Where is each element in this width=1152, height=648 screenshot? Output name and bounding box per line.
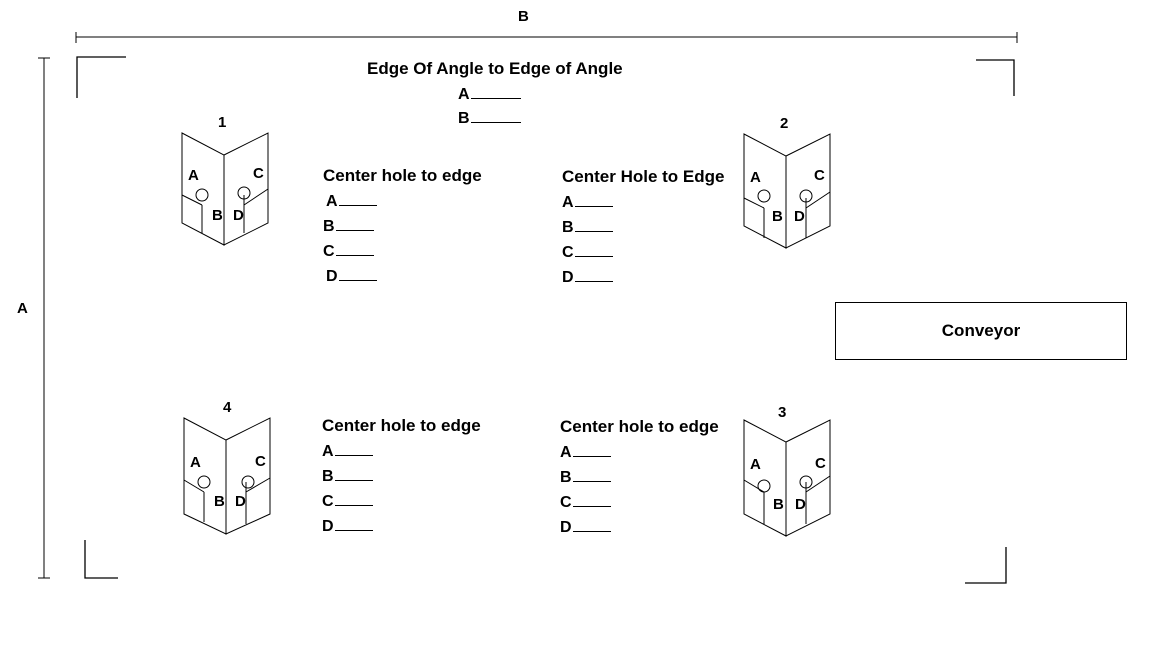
angle-2-label-b: B	[772, 208, 783, 225]
angle-1-label-c: C	[253, 165, 264, 182]
measure-row-label: C	[323, 243, 335, 260]
blank-line	[334, 466, 373, 481]
measure-row-c: C	[562, 242, 724, 262]
angle-4-label-a: A	[190, 454, 201, 471]
measure-row-label: D	[560, 519, 572, 536]
measure-row-d: D	[560, 517, 719, 537]
blank-line	[334, 441, 373, 456]
measure-block-title: Center hole to edge	[323, 166, 482, 185]
angle-1-drawing	[181, 132, 269, 246]
measure-block-2: Center Hole to Edge A B C D	[562, 167, 724, 287]
measure-row-a: A	[322, 441, 481, 461]
measure-row-label: D	[326, 268, 338, 285]
angle-3-label-a: A	[750, 456, 761, 473]
measure-row-label: A	[326, 193, 338, 210]
dimension-label-b: B	[518, 8, 529, 25]
blank-line	[338, 266, 377, 281]
measure-row-c: C	[323, 241, 482, 261]
measure-row-c: C	[322, 491, 481, 511]
angle-number-1: 1	[218, 114, 227, 131]
blank-line	[574, 217, 613, 232]
blank-line	[470, 108, 521, 123]
angle-1-label-a: A	[188, 167, 199, 184]
angle-3-label-b: B	[773, 496, 784, 513]
angle-2-label-c: C	[814, 167, 825, 184]
blank-line	[334, 516, 373, 531]
measure-row-label: B	[322, 468, 334, 485]
measure-row-c: C	[560, 492, 719, 512]
corner-mark-top-right	[976, 59, 1015, 96]
angle-1-label-b: B	[212, 207, 223, 224]
edge-row-b: B	[458, 108, 521, 128]
measure-block-title: Center hole to edge	[560, 417, 719, 436]
measure-row-b: B	[323, 216, 482, 236]
measure-block-1: Center hole to edge A B C D	[323, 166, 482, 286]
blank-line	[335, 241, 374, 256]
conveyor-box: Conveyor	[835, 302, 1127, 360]
dimension-line-a	[38, 57, 50, 579]
blank-line	[574, 192, 613, 207]
measure-row-label: D	[322, 518, 334, 535]
angle-4-label-d: D	[235, 493, 246, 510]
corner-mark-bottom-left	[84, 540, 118, 579]
measure-row-d: D	[323, 266, 482, 286]
blank-line	[335, 216, 374, 231]
angle-number-2: 2	[780, 115, 789, 132]
measure-row-a: A	[562, 192, 724, 212]
corner-mark-top-left	[76, 56, 126, 98]
dimension-label-a: A	[17, 300, 28, 317]
angle-4-drawing	[183, 417, 271, 535]
angle-number-4: 4	[223, 399, 232, 416]
corner-mark-bottom-right	[965, 547, 1007, 584]
measure-row-label: B	[323, 218, 335, 235]
measure-row-label: C	[322, 493, 334, 510]
measure-row-label: B	[560, 469, 572, 486]
edge-row-label: A	[458, 86, 470, 103]
measure-row-b: B	[322, 466, 481, 486]
angle-number-3: 3	[778, 404, 787, 421]
blank-line	[572, 467, 611, 482]
measure-row-b: B	[560, 467, 719, 487]
blank-line	[572, 442, 611, 457]
angle-4-label-b: B	[214, 493, 225, 510]
measure-row-label: B	[562, 219, 574, 236]
blank-line	[574, 242, 613, 257]
blank-line	[572, 492, 611, 507]
measure-block-4: Center hole to edge A B C D	[560, 417, 719, 537]
angle-1-label-d: D	[233, 207, 244, 224]
edge-row-a: A	[458, 84, 521, 104]
measure-row-label: D	[562, 269, 574, 286]
conveyor-label: Conveyor	[941, 321, 1021, 340]
measure-row-a: A	[323, 191, 482, 211]
blank-line	[338, 191, 377, 206]
angle-3-label-d: D	[795, 496, 806, 513]
measure-row-label: A	[322, 443, 334, 460]
edge-block-title: Edge Of Angle to Edge of Angle	[367, 59, 623, 78]
measure-row-label: A	[560, 444, 572, 461]
angle-3-label-c: C	[815, 455, 826, 472]
angle-3-drawing	[743, 419, 831, 537]
measure-block-title: Center Hole to Edge	[562, 167, 725, 186]
dimension-line-b	[75, 32, 1018, 43]
blank-line	[572, 517, 611, 532]
measure-row-label: C	[562, 244, 574, 261]
blank-line	[470, 84, 521, 99]
measure-row-a: A	[560, 442, 719, 462]
measure-block-3: Center hole to edge A B C D	[322, 416, 481, 536]
measure-row-b: B	[562, 217, 724, 237]
measure-row-d: D	[322, 516, 481, 536]
measure-block-title: Center hole to edge	[322, 416, 481, 435]
angle-2-drawing	[743, 133, 831, 249]
blank-line	[334, 491, 373, 506]
blank-line	[574, 267, 613, 282]
measure-row-label: A	[562, 194, 574, 211]
corner-marks	[76, 56, 1015, 584]
angle-2-label-d: D	[794, 208, 805, 225]
measure-row-d: D	[562, 267, 724, 287]
edge-row-label: B	[458, 110, 470, 127]
angle-4-label-c: C	[255, 453, 266, 470]
measure-row-label: C	[560, 494, 572, 511]
angle-2-label-a: A	[750, 169, 761, 186]
